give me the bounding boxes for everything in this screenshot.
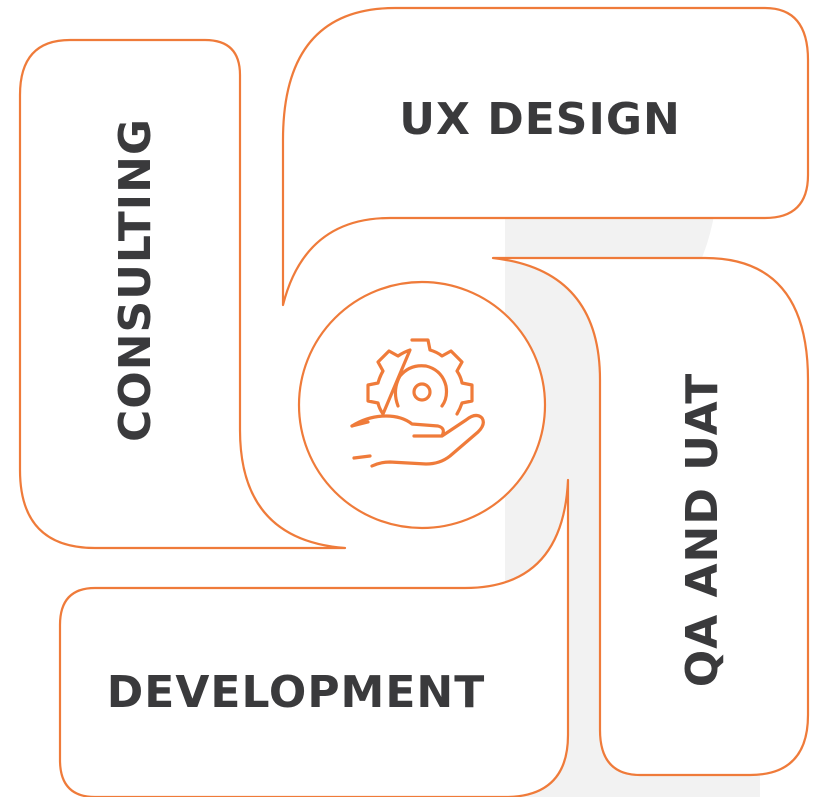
gear-in-hand-icon [350, 338, 485, 468]
consulting-label: CONSULTING [110, 118, 161, 442]
ux-design-segment [281, 6, 810, 307]
consulting-segment [18, 38, 347, 550]
qa-uat-label: QA AND UAT [677, 373, 728, 688]
qa-uat-segment [491, 256, 810, 777]
development-label: DEVELOPMENT [107, 667, 486, 718]
center-circle [297, 280, 547, 530]
development-segment [58, 478, 570, 797]
ux-design-label: UX DESIGN [399, 94, 681, 145]
